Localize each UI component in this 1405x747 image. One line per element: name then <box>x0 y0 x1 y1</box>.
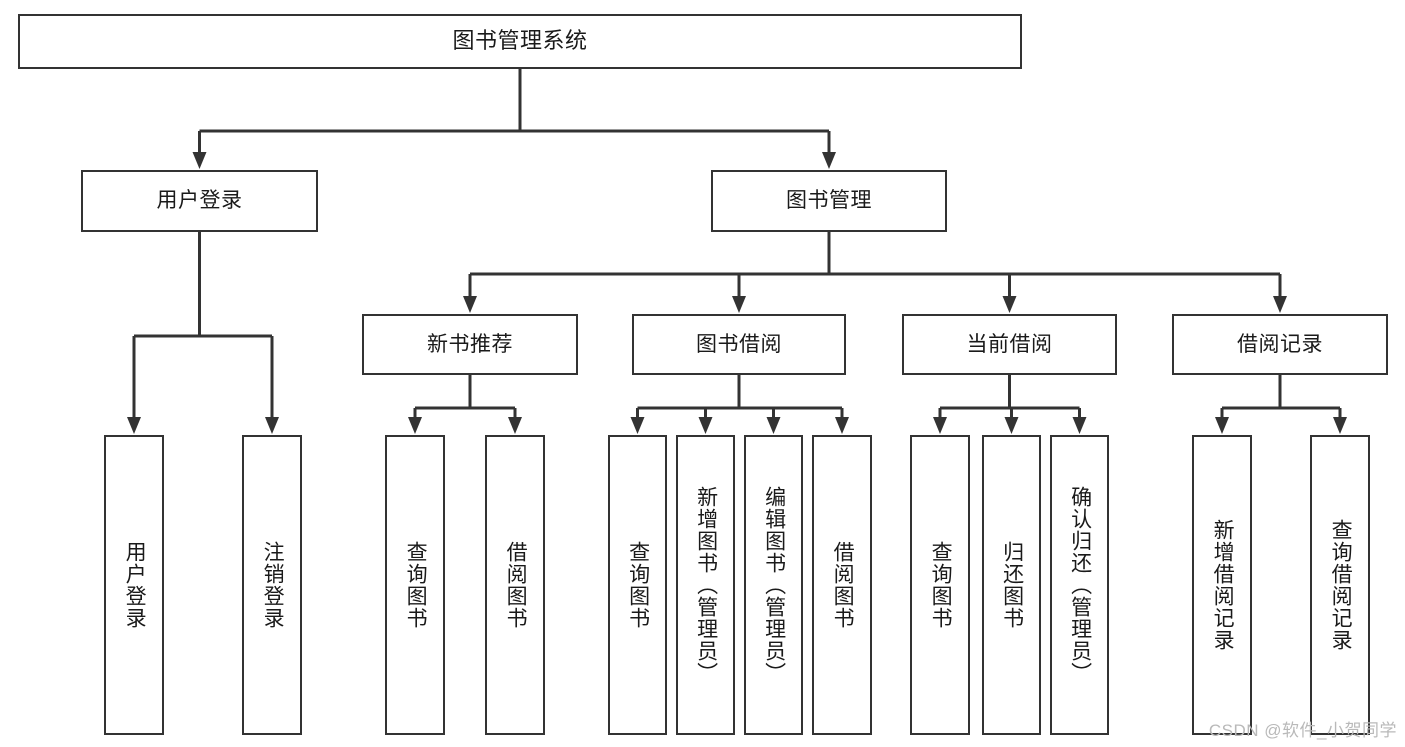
node-label: 查询图书 <box>929 541 953 629</box>
new-book-bus-arrowhead-0 <box>408 417 422 434</box>
node-leaf-borrow-book[interactable]: 借阅图书 <box>812 435 872 735</box>
node-label: 新书推荐 <box>427 332 513 356</box>
node-label: 归还图书 <box>1000 541 1024 629</box>
book-manage-bus-arrowhead-2 <box>1002 296 1017 313</box>
node-leaf-add-book[interactable]: 新增图书（管理员） <box>676 435 735 735</box>
node-label: 注销登录 <box>261 541 285 629</box>
node-leaf-return-book[interactable]: 归还图书 <box>982 435 1041 735</box>
node-label: 查询图书 <box>626 541 650 629</box>
node-leaf-borrow-book-rec[interactable]: 借阅图书 <box>485 435 545 735</box>
node-label: 确认归还（管理员） <box>1068 486 1092 684</box>
node-book-borrow[interactable]: 图书借阅 <box>632 314 846 375</box>
root-bus-arrowhead-1 <box>822 152 836 169</box>
node-leaf-query-record[interactable]: 查询借阅记录 <box>1310 435 1370 735</box>
node-book-manage[interactable]: 图书管理 <box>711 170 947 232</box>
node-leaf-confirm-return[interactable]: 确认归还（管理员） <box>1050 435 1109 735</box>
user-login-bus-arrowhead-1 <box>265 417 279 434</box>
node-leaf-edit-book[interactable]: 编辑图书（管理员） <box>744 435 803 735</box>
book-manage-bus-arrowhead-3 <box>1273 296 1287 313</box>
book-manage-bus-arrowhead-1 <box>732 296 746 313</box>
node-leaf-user-logout[interactable]: 注销登录 <box>242 435 302 735</box>
node-user-login[interactable]: 用户登录 <box>81 170 318 232</box>
node-new-book-recommend[interactable]: 新书推荐 <box>362 314 578 375</box>
node-label: 新增借阅记录 <box>1211 519 1235 651</box>
book-borrow-bus-arrowhead-0 <box>630 417 645 434</box>
node-leaf-query-book-borrow[interactable]: 查询图书 <box>608 435 667 735</box>
borrow-record-bus-arrowhead-1 <box>1333 417 1347 434</box>
node-label: 查询借阅记录 <box>1329 519 1353 651</box>
node-leaf-user-login[interactable]: 用户登录 <box>104 435 164 735</box>
user-login-bus-arrowhead-0 <box>127 417 141 434</box>
node-label: 图书管理 <box>786 189 872 213</box>
node-label: 图书管理系统 <box>452 28 588 54</box>
node-label: 查询图书 <box>404 541 428 629</box>
current-borrow-bus-arrowhead-1 <box>1004 417 1019 434</box>
node-leaf-query-book-rec[interactable]: 查询图书 <box>385 435 445 735</box>
node-label: 借阅记录 <box>1237 332 1323 356</box>
watermark: CSDN @软件_小贺同学 <box>1208 721 1397 740</box>
book-manage-bus-arrowhead-0 <box>463 296 477 313</box>
node-label: 借阅图书 <box>831 541 855 629</box>
node-leaf-query-book-cur[interactable]: 查询图书 <box>910 435 970 735</box>
node-borrow-record[interactable]: 借阅记录 <box>1172 314 1388 375</box>
node-root[interactable]: 图书管理系统 <box>18 14 1022 69</box>
node-label: 编辑图书（管理员） <box>762 486 786 684</box>
root-bus-arrowhead-0 <box>192 152 207 169</box>
node-label: 用户登录 <box>123 541 147 629</box>
new-book-bus-arrowhead-1 <box>508 417 522 434</box>
node-label: 用户登录 <box>156 189 243 213</box>
node-current-borrow[interactable]: 当前借阅 <box>902 314 1117 375</box>
book-borrow-bus-arrowhead-3 <box>835 417 849 434</box>
current-borrow-bus-arrowhead-2 <box>1072 417 1087 434</box>
current-borrow-bus-arrowhead-0 <box>933 417 947 434</box>
book-borrow-bus-arrowhead-2 <box>766 417 781 434</box>
book-borrow-bus-arrowhead-1 <box>698 417 713 434</box>
node-label: 借阅图书 <box>504 541 528 629</box>
node-label: 图书借阅 <box>696 332 782 356</box>
node-leaf-add-record[interactable]: 新增借阅记录 <box>1192 435 1252 735</box>
node-label: 当前借阅 <box>966 332 1053 356</box>
borrow-record-bus-arrowhead-0 <box>1215 417 1229 434</box>
node-label: 新增图书（管理员） <box>694 486 718 684</box>
